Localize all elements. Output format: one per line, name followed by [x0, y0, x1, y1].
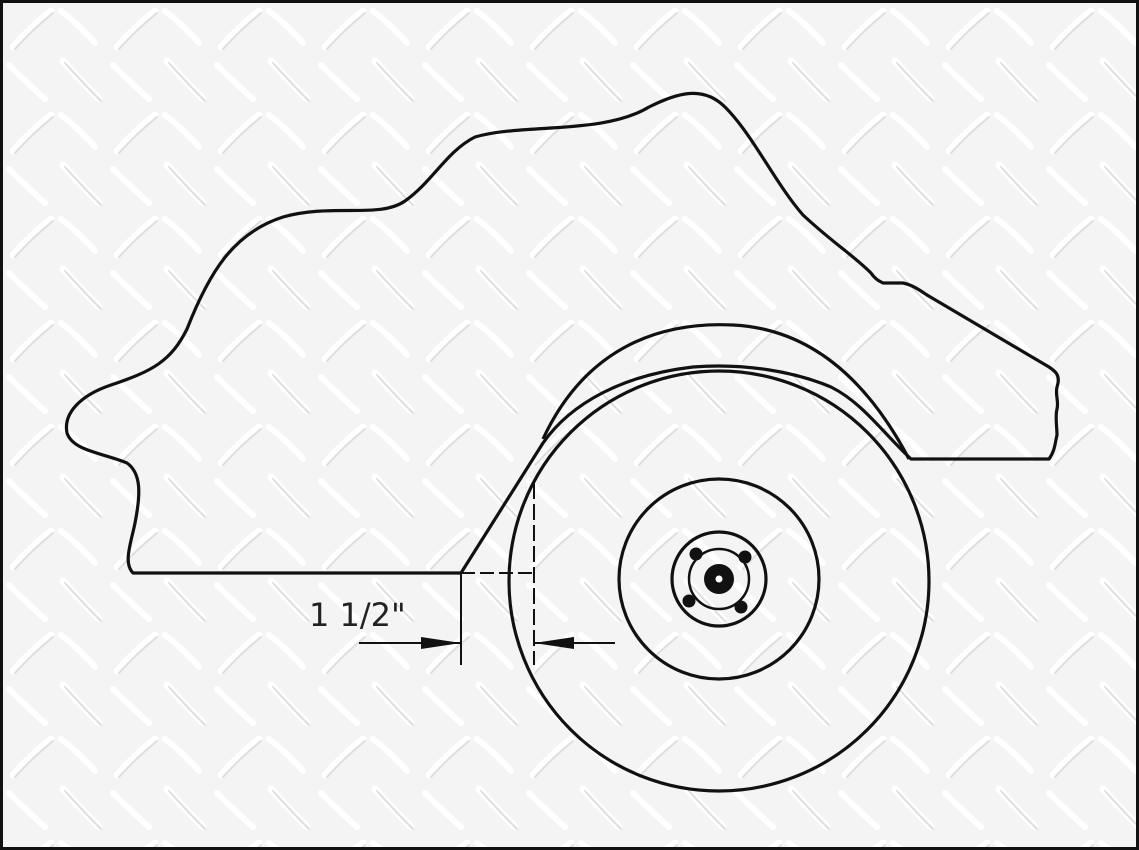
axle-center-hole — [715, 575, 723, 583]
tire-circle — [507, 369, 931, 793]
hub-inner-circle — [687, 547, 751, 611]
fender-arc — [541, 323, 911, 460]
dimension-arrow-right — [534, 637, 574, 649]
rim-circle — [617, 477, 821, 681]
lug-nut — [682, 594, 696, 608]
lug-nut — [734, 600, 748, 614]
fender-wheel-drawing: 1 1/2" — [64, 91, 1060, 793]
dimension-label: 1 1/2" — [309, 596, 406, 634]
diamond-plate-background — [3, 3, 1136, 847]
hub-circle — [670, 530, 768, 628]
dimension-arrow-left — [421, 637, 461, 649]
lug-nut — [689, 547, 703, 561]
lug-nut — [738, 550, 752, 564]
fender-body-outline — [64, 91, 1060, 575]
